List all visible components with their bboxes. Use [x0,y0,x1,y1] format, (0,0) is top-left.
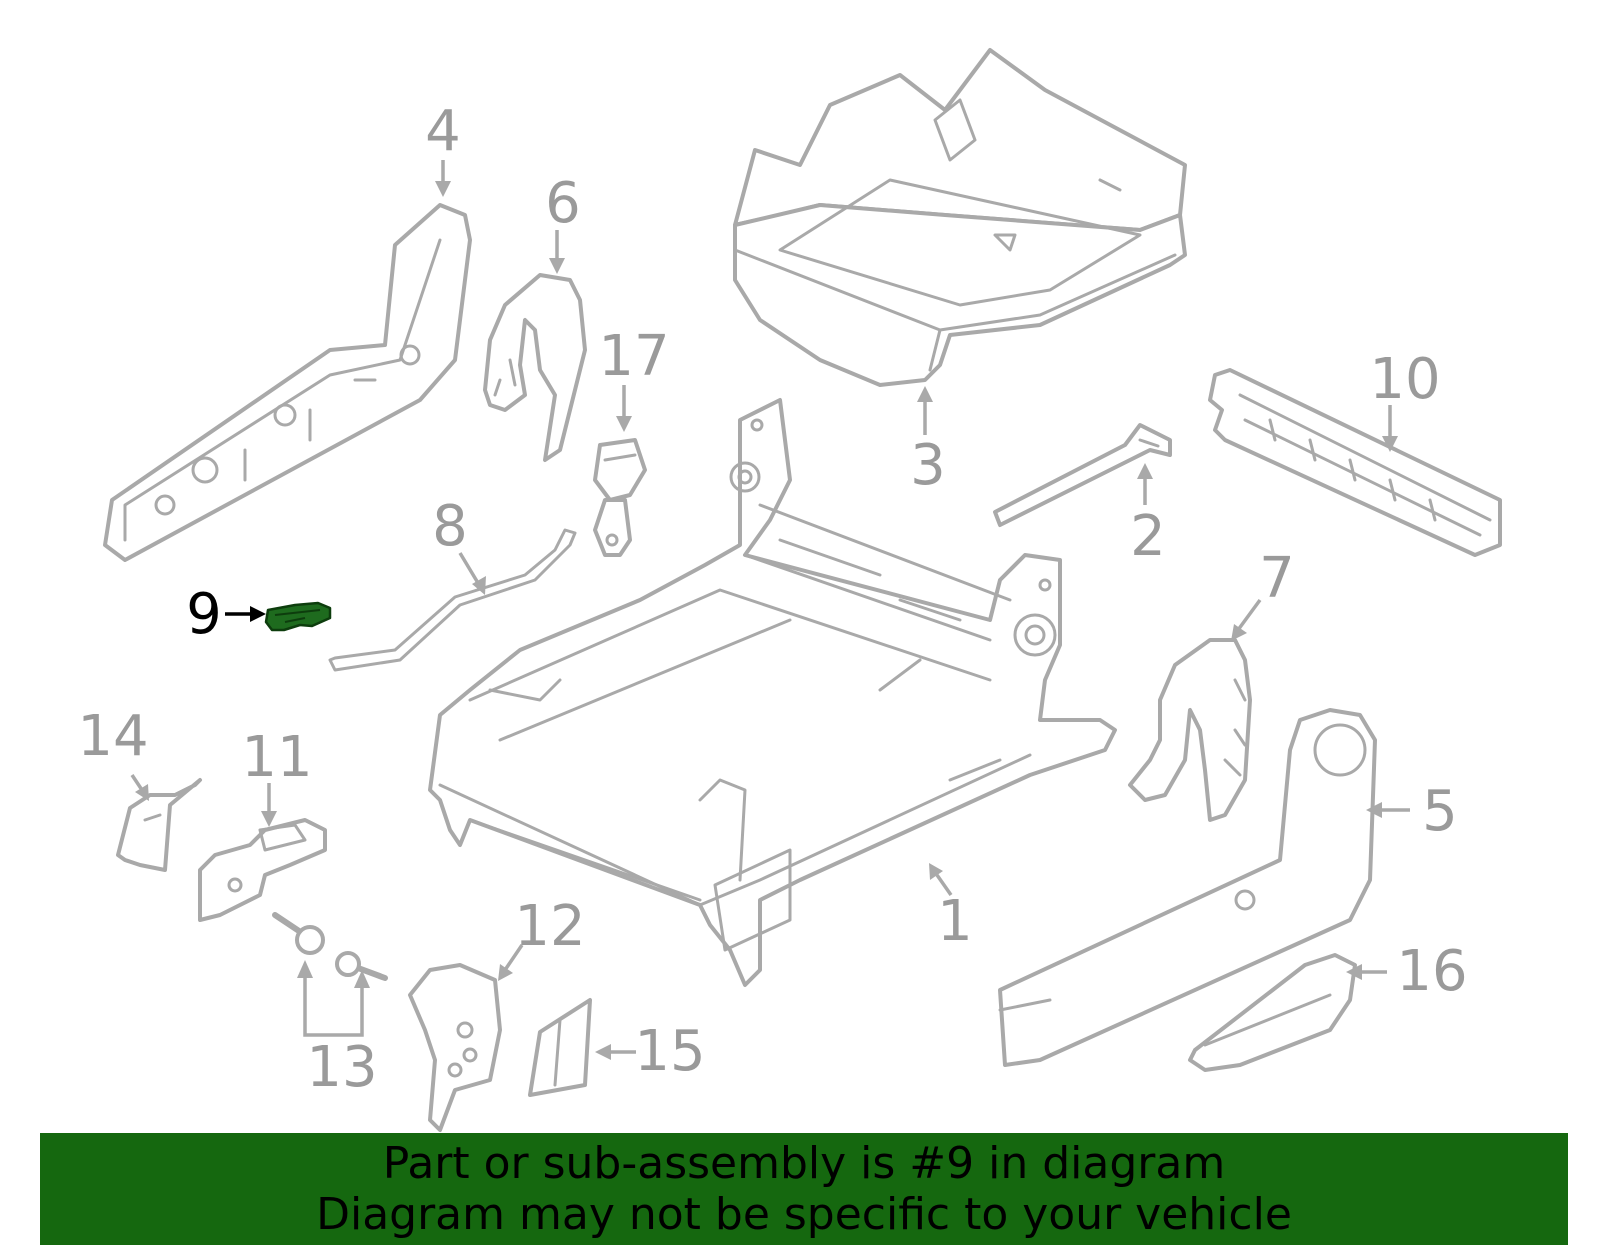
part-4-left-side-trim [103,203,472,562]
callout-14: 14 [77,704,148,769]
banner-line-2: Diagram may not be specific to your vehi… [316,1189,1292,1240]
part-2-strap [993,423,1172,527]
callout-7: 7 [1259,546,1295,611]
part-17-belt-buckle [593,438,647,557]
callout-12: 12 [514,894,585,959]
part-3-cushion-pan [733,48,1187,387]
part-9-highlighted [264,601,332,632]
part-6-hinge-cover [483,273,587,462]
part-10-rail [1208,368,1502,557]
callout-16: 16 [1396,939,1467,1004]
part-5-right-side-trim [998,708,1377,1067]
part-15-panel [528,998,592,1097]
callout-8: 8 [432,494,468,559]
callout-5: 5 [1422,779,1458,844]
part-14-bracket [116,778,202,872]
part-13-fasteners [272,912,388,1037]
callout-11: 11 [241,725,312,790]
callout-2: 2 [1130,504,1166,569]
part-1-seat-frame [428,398,1117,987]
leader-lines [130,160,1410,1060]
callout-3: 3 [910,433,946,498]
callout-13: 13 [306,1035,377,1100]
part-7-right-hinge-cover [1128,638,1252,822]
callout-10: 10 [1369,347,1440,412]
info-banner: Part or sub-assembly is #9 in diagram Di… [40,1133,1568,1245]
callout-9: 9 [186,582,222,647]
banner-line-1: Part or sub-assembly is #9 in diagram [382,1138,1226,1189]
part-16-handle [1188,953,1357,1072]
callout-17: 17 [598,324,669,389]
part-11-cover [198,818,327,922]
part-12-trim [408,963,502,1132]
part-8-wire-rod [328,528,577,672]
callout-1: 1 [937,889,973,954]
callout-15: 15 [634,1019,705,1084]
callout-4: 4 [425,99,461,164]
callout-6: 6 [545,171,581,236]
